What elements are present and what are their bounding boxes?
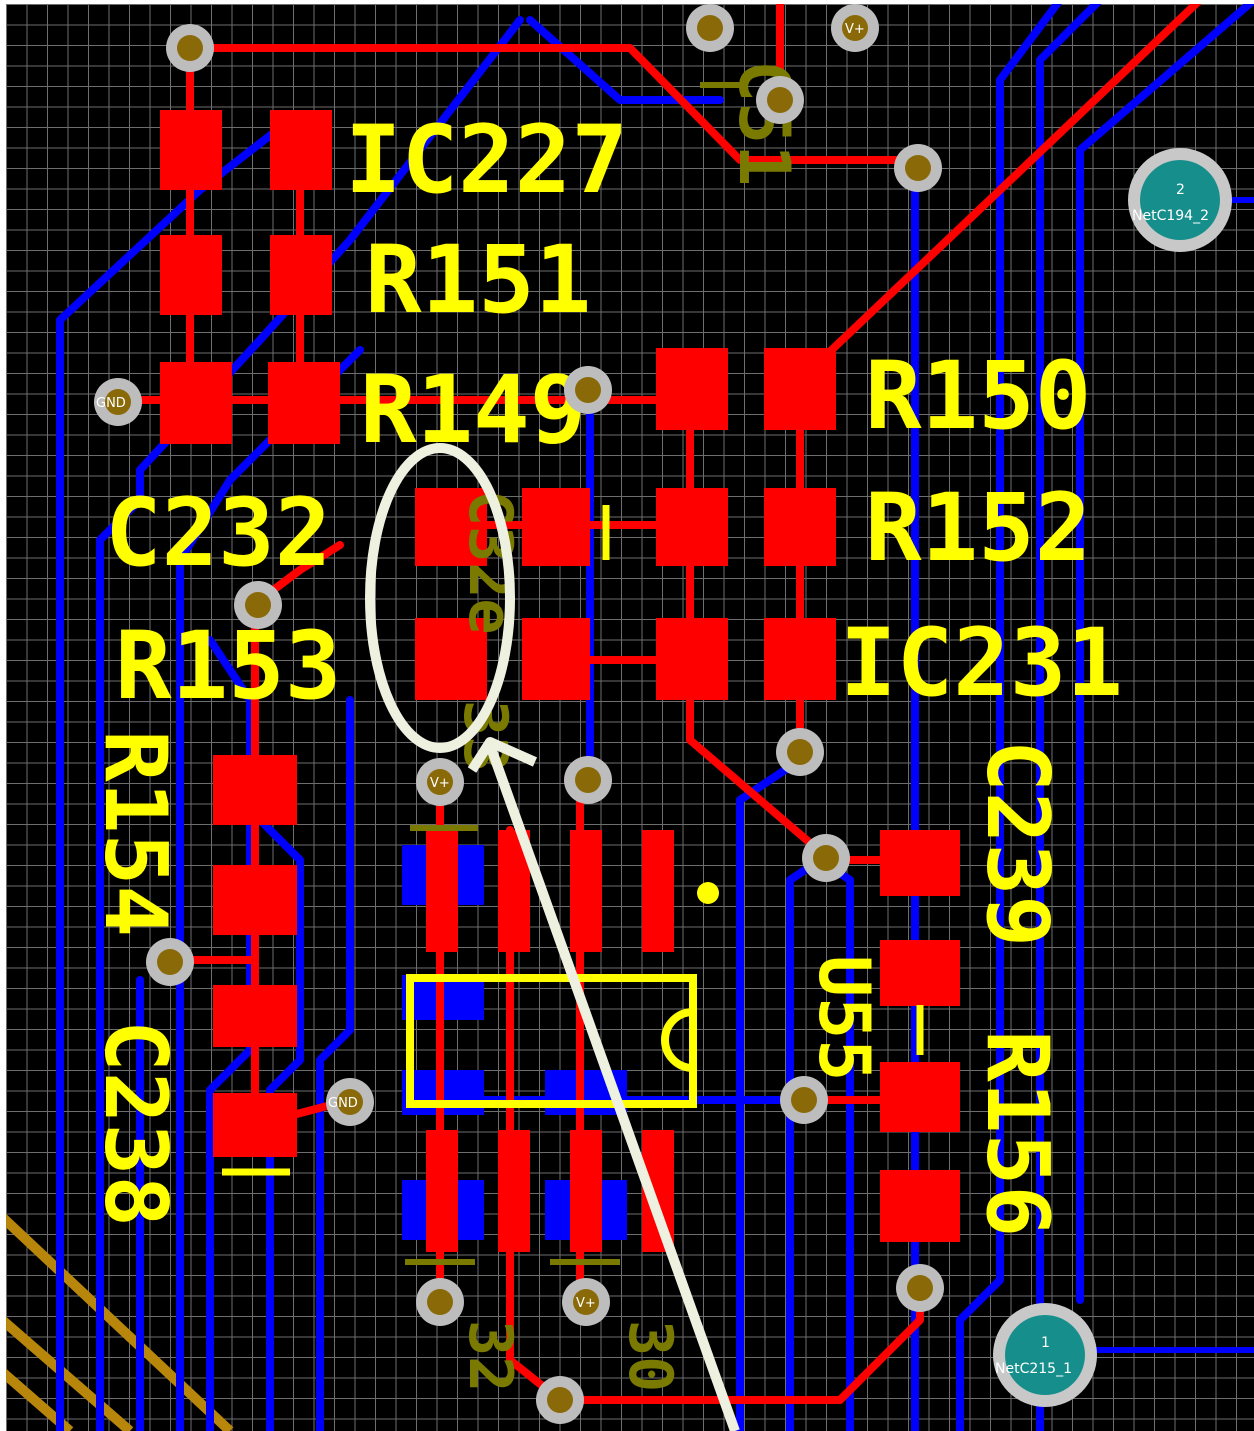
label-r153: R153 bbox=[115, 612, 341, 721]
via bbox=[802, 834, 850, 882]
via bbox=[166, 24, 214, 72]
label-c232: C232 bbox=[105, 479, 331, 588]
label-r154: R154 bbox=[85, 730, 185, 937]
arrow-shaft bbox=[485, 743, 740, 1431]
net-label-vplus-bottom: V+ bbox=[576, 1296, 596, 1311]
label-c238: C238 bbox=[85, 1020, 185, 1227]
via bbox=[564, 366, 612, 414]
label-u55: U55 bbox=[803, 955, 885, 1081]
thru-hole-pads: 2 NetC194_2 1 NetC215_1 bbox=[993, 148, 1232, 1407]
via: V+ bbox=[416, 758, 464, 806]
via: GND bbox=[326, 1078, 374, 1126]
net-label-gnd-left: GND bbox=[96, 396, 126, 411]
via bbox=[234, 581, 282, 629]
label-ic231: IC231 bbox=[840, 609, 1123, 718]
highlight-ellipse bbox=[365, 443, 515, 753]
via: V+ bbox=[562, 1278, 610, 1326]
u55-pin1-dot bbox=[697, 882, 719, 904]
silkscreen-outlines bbox=[222, 82, 924, 1265]
via bbox=[686, 4, 734, 52]
label-r150: R150 bbox=[865, 342, 1091, 451]
via bbox=[896, 1264, 944, 1312]
net-label-gnd-mid: GND bbox=[328, 1096, 358, 1111]
via bbox=[416, 1278, 464, 1326]
label-ic227: IC227 bbox=[345, 106, 628, 215]
u55-outline bbox=[406, 974, 697, 1108]
via bbox=[536, 1376, 584, 1424]
via bbox=[564, 756, 612, 804]
via bbox=[776, 728, 824, 776]
label-r149: R149 bbox=[360, 356, 586, 465]
net-name: NetC215_1 bbox=[995, 1361, 1072, 1377]
vias: V+ GND V+ GND V+ bbox=[94, 4, 944, 1424]
designator-labels: IC227 R151 R149 R150 R152 C232 R153 IC23… bbox=[85, 106, 1123, 1237]
label-c239: C239 bbox=[967, 740, 1067, 947]
pin-number: 2 bbox=[1176, 182, 1185, 198]
bottom-silk-labels: C51 C32e 32 30 33 bbox=[450, 60, 805, 1392]
thru-hole-netc194: 2 NetC194_2 bbox=[1128, 148, 1232, 252]
net-label-vplus-mid: V+ bbox=[430, 776, 450, 791]
pin-number: 1 bbox=[1041, 1335, 1050, 1351]
via bbox=[780, 1076, 828, 1124]
via bbox=[894, 144, 942, 192]
arrow-head bbox=[467, 737, 538, 773]
keepout-lines bbox=[0, 1211, 234, 1431]
net-label-vplus-top: V+ bbox=[845, 22, 865, 37]
label-30-bottom: 30 bbox=[615, 1320, 685, 1392]
net-name: NetC194_2 bbox=[1132, 208, 1209, 224]
label-r152: R152 bbox=[865, 474, 1091, 583]
via: GND bbox=[94, 378, 142, 426]
annotation-overlay bbox=[365, 443, 740, 1431]
thru-hole-netc215: 1 NetC215_1 bbox=[993, 1303, 1097, 1407]
via bbox=[146, 938, 194, 986]
via: V+ bbox=[831, 4, 879, 52]
via bbox=[756, 76, 804, 124]
label-c51: C51 bbox=[723, 60, 805, 186]
label-32-bottom-left: 32 bbox=[455, 1320, 525, 1392]
u55-notch bbox=[661, 1008, 694, 1072]
label-r151: R151 bbox=[365, 226, 591, 335]
label-r156: R156 bbox=[967, 1030, 1067, 1237]
